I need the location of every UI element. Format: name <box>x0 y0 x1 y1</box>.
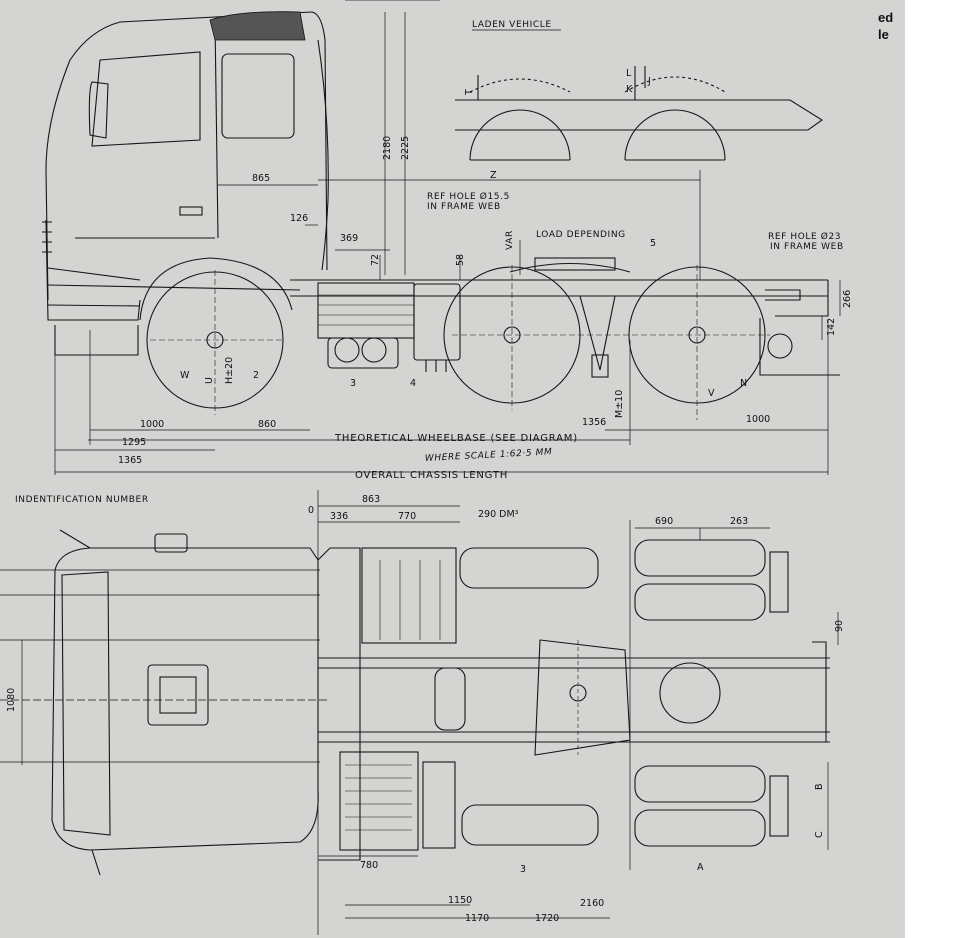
dim-1000-front: 1000 <box>140 419 164 430</box>
dim-1365: 1365 <box>118 455 142 466</box>
ref-hole-front-1: REF HOLE Ø15.5 <box>427 191 510 202</box>
plan-dim-2160: 2160 <box>580 898 604 909</box>
dim-1295: 1295 <box>122 437 146 448</box>
side-dimension-lines <box>54 0 841 475</box>
ident-number-label: INDENTIFICATION NUMBER <box>15 495 149 505</box>
dim-72: 72 <box>370 254 381 266</box>
dim-2180: 2180 <box>382 136 393 160</box>
dim-m: M±10 <box>614 390 625 418</box>
dim-w: W <box>180 370 190 381</box>
dim-266: 266 <box>842 290 853 308</box>
dim-h: H±20 <box>224 357 235 384</box>
ref-hole-rear-2: IN FRAME WEB <box>770 242 844 252</box>
dim-z: Z <box>490 170 497 181</box>
plan-dim-1080: 1080 <box>6 688 17 712</box>
plan-dim-b: B <box>814 783 825 790</box>
dim-865: 865 <box>252 173 270 184</box>
ref-hole-rear-1: REF HOLE Ø23 <box>768 231 841 242</box>
dim-k: K <box>626 84 633 95</box>
laden-vehicle-inset <box>455 66 823 161</box>
dim-l: L <box>626 68 632 79</box>
var-label: VAR <box>505 230 515 250</box>
dim-1356: 1356 <box>582 417 606 428</box>
laden-vehicle-title: LADEN VEHICLE <box>472 20 552 30</box>
dim-j: J <box>647 76 651 87</box>
dim-142: 142 <box>826 318 837 336</box>
plan-dim-c: C <box>814 831 825 838</box>
ref-hole-front-2: IN FRAME WEB <box>427 202 501 212</box>
plan-dim-0: 0 <box>308 505 314 516</box>
plan-dim-263: 263 <box>730 516 748 527</box>
plan-dim-3: 3 <box>520 864 526 875</box>
cab-top <box>51 529 361 876</box>
plan-dim-770: 770 <box>398 511 416 522</box>
page-edge <box>905 0 954 938</box>
dim-n: N <box>740 378 747 389</box>
callout-2: 2 <box>253 370 259 381</box>
plan-dim-a: A <box>697 862 704 873</box>
overall-length-label: OVERALL CHASSIS LENGTH <box>355 470 508 481</box>
callout-3: 3 <box>350 378 356 389</box>
tank-volume: 290 DM³ <box>478 509 519 520</box>
dim-58: 58 <box>455 254 466 266</box>
plan-dim-690: 690 <box>655 516 673 527</box>
dim-126: 126 <box>290 213 308 224</box>
plan-dim-90: 90 <box>834 620 845 632</box>
fuel-tank-side <box>317 282 415 339</box>
plan-dim-336: 336 <box>330 511 348 522</box>
dim-860: 860 <box>258 419 276 430</box>
chassis-top <box>318 539 830 851</box>
wheelbase-label: THEORETICAL WHEELBASE (SEE DIAGRAM) <box>334 433 578 444</box>
scale-note: WHERE SCALE 1:62·5 MM <box>425 447 553 464</box>
blueprint-sheet <box>0 0 905 938</box>
edge-text-1: ed <box>878 10 894 25</box>
dim-t: T <box>464 89 475 96</box>
load-depending-label: LOAD DEPENDING <box>536 230 626 240</box>
cab-side <box>42 11 329 356</box>
dim-1000-rear: 1000 <box>746 414 770 425</box>
plan-dim-1170: 1170 <box>465 913 489 924</box>
dim-369: 369 <box>340 233 358 244</box>
plan-dim-1150: 1150 <box>448 895 472 906</box>
plan-dim-1720: 1720 <box>535 913 559 924</box>
dim-u: U <box>204 377 215 384</box>
truck-drawing: LADEN VEHICLE 2180 2225 865 126 369 72 5… <box>0 0 853 935</box>
edge-text-2: le <box>878 27 889 42</box>
plan-dim-780: 780 <box>360 860 378 871</box>
plan-dimension-lines <box>0 490 839 935</box>
dim-2225: 2225 <box>400 136 411 160</box>
callout-5: 5 <box>650 238 656 249</box>
frame-rail-side <box>290 279 828 297</box>
dim-v: V <box>708 388 715 399</box>
fifth-wheel <box>509 262 631 273</box>
callout-4: 4 <box>410 378 416 389</box>
plan-dim-863: 863 <box>362 494 380 505</box>
